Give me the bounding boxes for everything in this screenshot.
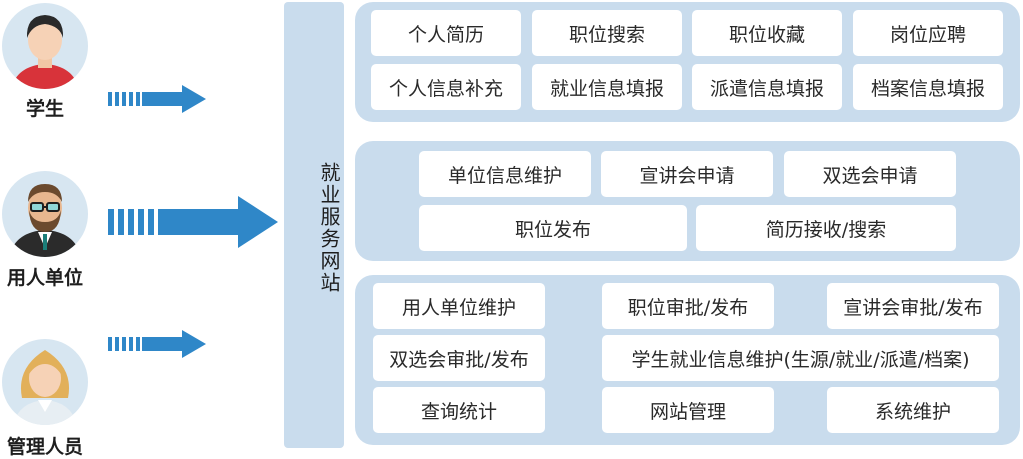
student-item[interactable]: 档案信息填报 <box>853 64 1003 110</box>
student-arrow-icon <box>108 85 206 113</box>
employer-item[interactable]: 双选会申请 <box>784 151 956 197</box>
student-avatar-icon <box>2 3 88 89</box>
employer-arrow-icon <box>108 196 278 248</box>
student-item[interactable]: 就业信息填报 <box>532 64 682 110</box>
admin-item[interactable]: 系统维护 <box>827 387 999 433</box>
employer-item[interactable]: 职位发布 <box>419 205 687 251</box>
role-student-label: 学生 <box>25 98 64 120</box>
role-admin-label: 管理人员 <box>6 436 83 458</box>
admin-avatar-icon <box>2 339 88 425</box>
employer-avatar-icon <box>2 171 88 257</box>
admin-item[interactable]: 双选会审批/发布 <box>373 335 545 381</box>
center-service-column: 就业服务网站 <box>284 2 344 448</box>
student-item[interactable]: 职位收藏 <box>692 10 842 56</box>
role-employer-label: 用人单位 <box>6 267 83 289</box>
admin-item[interactable]: 宣讲会审批/发布 <box>827 283 999 329</box>
employer-item[interactable]: 宣讲会申请 <box>601 151 773 197</box>
employer-item[interactable]: 单位信息维护 <box>419 151 591 197</box>
student-item[interactable]: 个人简历 <box>371 10 521 56</box>
admin-arrow-icon <box>108 330 206 358</box>
admin-item[interactable]: 学生就业信息维护(生源/就业/派遣/档案) <box>602 335 999 381</box>
center-service-label: 就业服务网站 <box>317 162 341 294</box>
admin-item[interactable]: 职位审批/发布 <box>602 283 774 329</box>
student-function-panel: 个人简历 职位搜索 职位收藏 岗位应聘 个人信息补充 就业信息填报 派遣信息填报… <box>355 2 1020 122</box>
employer-function-panel: 单位信息维护 宣讲会申请 双选会申请 职位发布 简历接收/搜索 <box>355 141 1020 261</box>
admin-item[interactable]: 网站管理 <box>602 387 774 433</box>
employer-item[interactable]: 简历接收/搜索 <box>696 205 956 251</box>
student-item[interactable]: 职位搜索 <box>532 10 682 56</box>
student-item[interactable]: 派遣信息填报 <box>692 64 842 110</box>
admin-item[interactable]: 查询统计 <box>373 387 545 433</box>
student-item[interactable]: 个人信息补充 <box>371 64 521 110</box>
admin-item[interactable]: 用人单位维护 <box>373 283 545 329</box>
admin-function-panel: 用人单位维护 职位审批/发布 宣讲会审批/发布 双选会审批/发布 学生就业信息维… <box>355 275 1020 445</box>
student-item[interactable]: 岗位应聘 <box>853 10 1003 56</box>
